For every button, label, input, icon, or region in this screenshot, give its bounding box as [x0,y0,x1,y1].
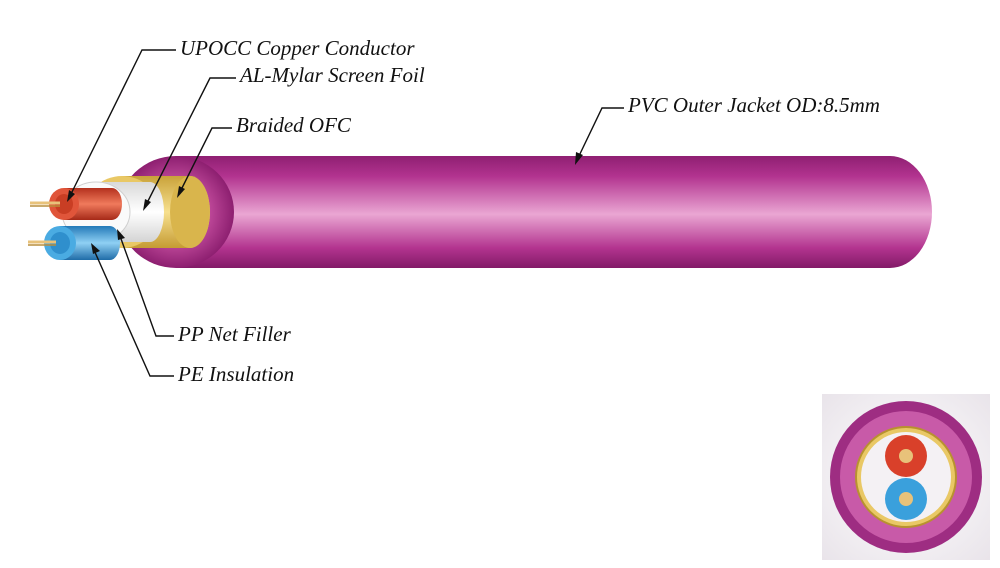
upocc-copper-conductor [28,201,60,246]
label-braided-ofc: Braided OFC [236,113,352,137]
label-pe-insulation: PE Insulation [177,362,294,386]
label-upocc-copper-conductor: UPOCC Copper Conductor [180,36,415,60]
cross-section-inset [822,394,990,560]
leader-lines [67,49,624,377]
label-al-mylar-screen-foil: AL-Mylar Screen Foil [238,63,425,87]
label-pp-net-filler: PP Net Filler [177,322,292,346]
pvc-outer-jacket [118,156,932,268]
pe-insulation-blue [44,226,120,260]
label-pvc-outer-jacket: PVC Outer Jacket OD:8.5mm [627,93,880,117]
